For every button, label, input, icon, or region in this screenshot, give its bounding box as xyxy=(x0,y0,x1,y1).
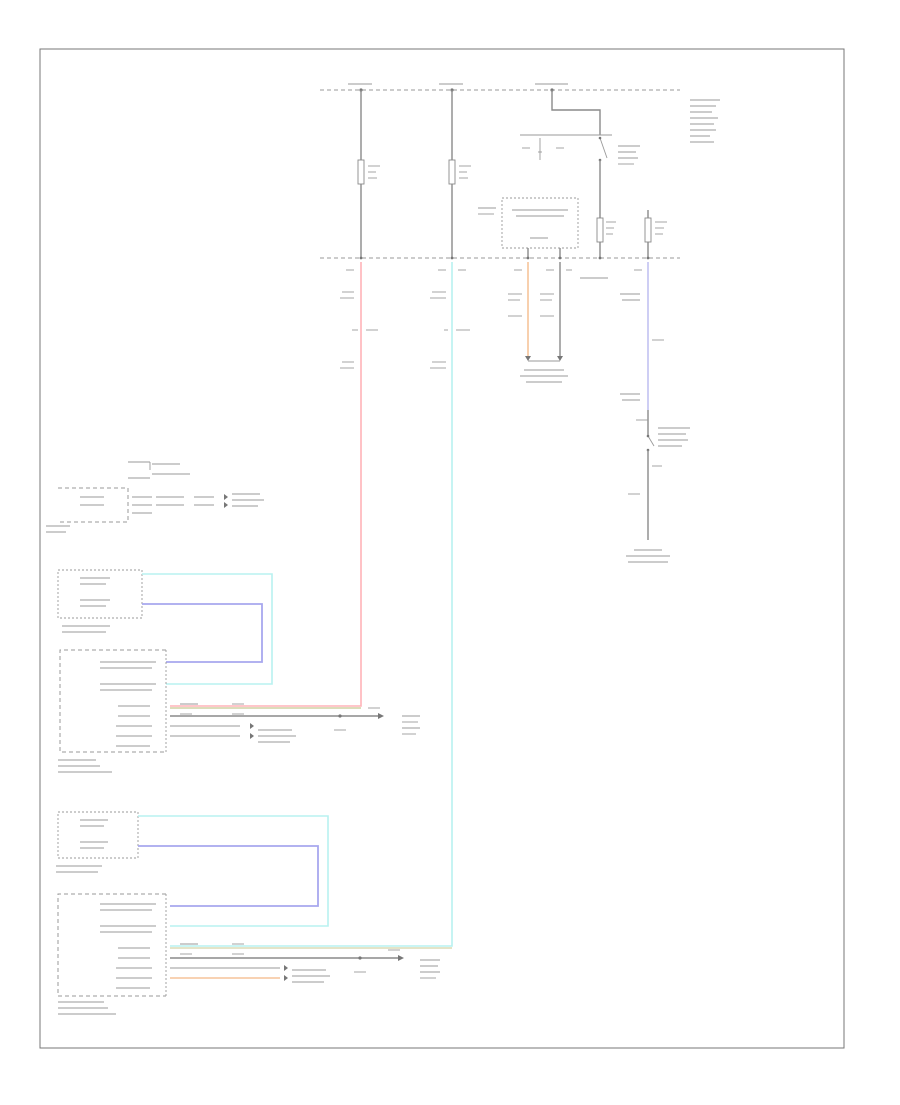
power-bus-middle xyxy=(320,256,680,279)
wire-cyan xyxy=(170,262,453,947)
diagram-frame xyxy=(39,48,845,1049)
sensor-b xyxy=(56,811,139,873)
ground-connector xyxy=(520,356,568,383)
wire-pink xyxy=(170,262,362,707)
wire-labels-upper xyxy=(340,291,664,401)
fuse-4 xyxy=(644,210,667,258)
sensor-a xyxy=(57,569,143,633)
wire-cyan-loop-b xyxy=(138,815,329,927)
wire-cyan-loop-a xyxy=(142,573,273,685)
module-a xyxy=(46,461,264,533)
ground-splice-b xyxy=(180,943,440,983)
fuse-3 xyxy=(596,217,616,243)
sensor-c xyxy=(57,893,167,1015)
wire-blue-loop-b xyxy=(138,845,319,907)
power-bus-top xyxy=(320,81,680,92)
fuse-1 xyxy=(357,159,380,185)
fuse-box-label xyxy=(690,99,720,143)
module-b xyxy=(58,649,167,773)
wire-blue-loop-a xyxy=(142,603,263,663)
fuse-2 xyxy=(448,159,471,185)
control-module xyxy=(478,197,579,258)
relay-switch xyxy=(520,90,640,258)
switch-assembly xyxy=(626,410,690,563)
ground-splice-a xyxy=(180,703,420,743)
